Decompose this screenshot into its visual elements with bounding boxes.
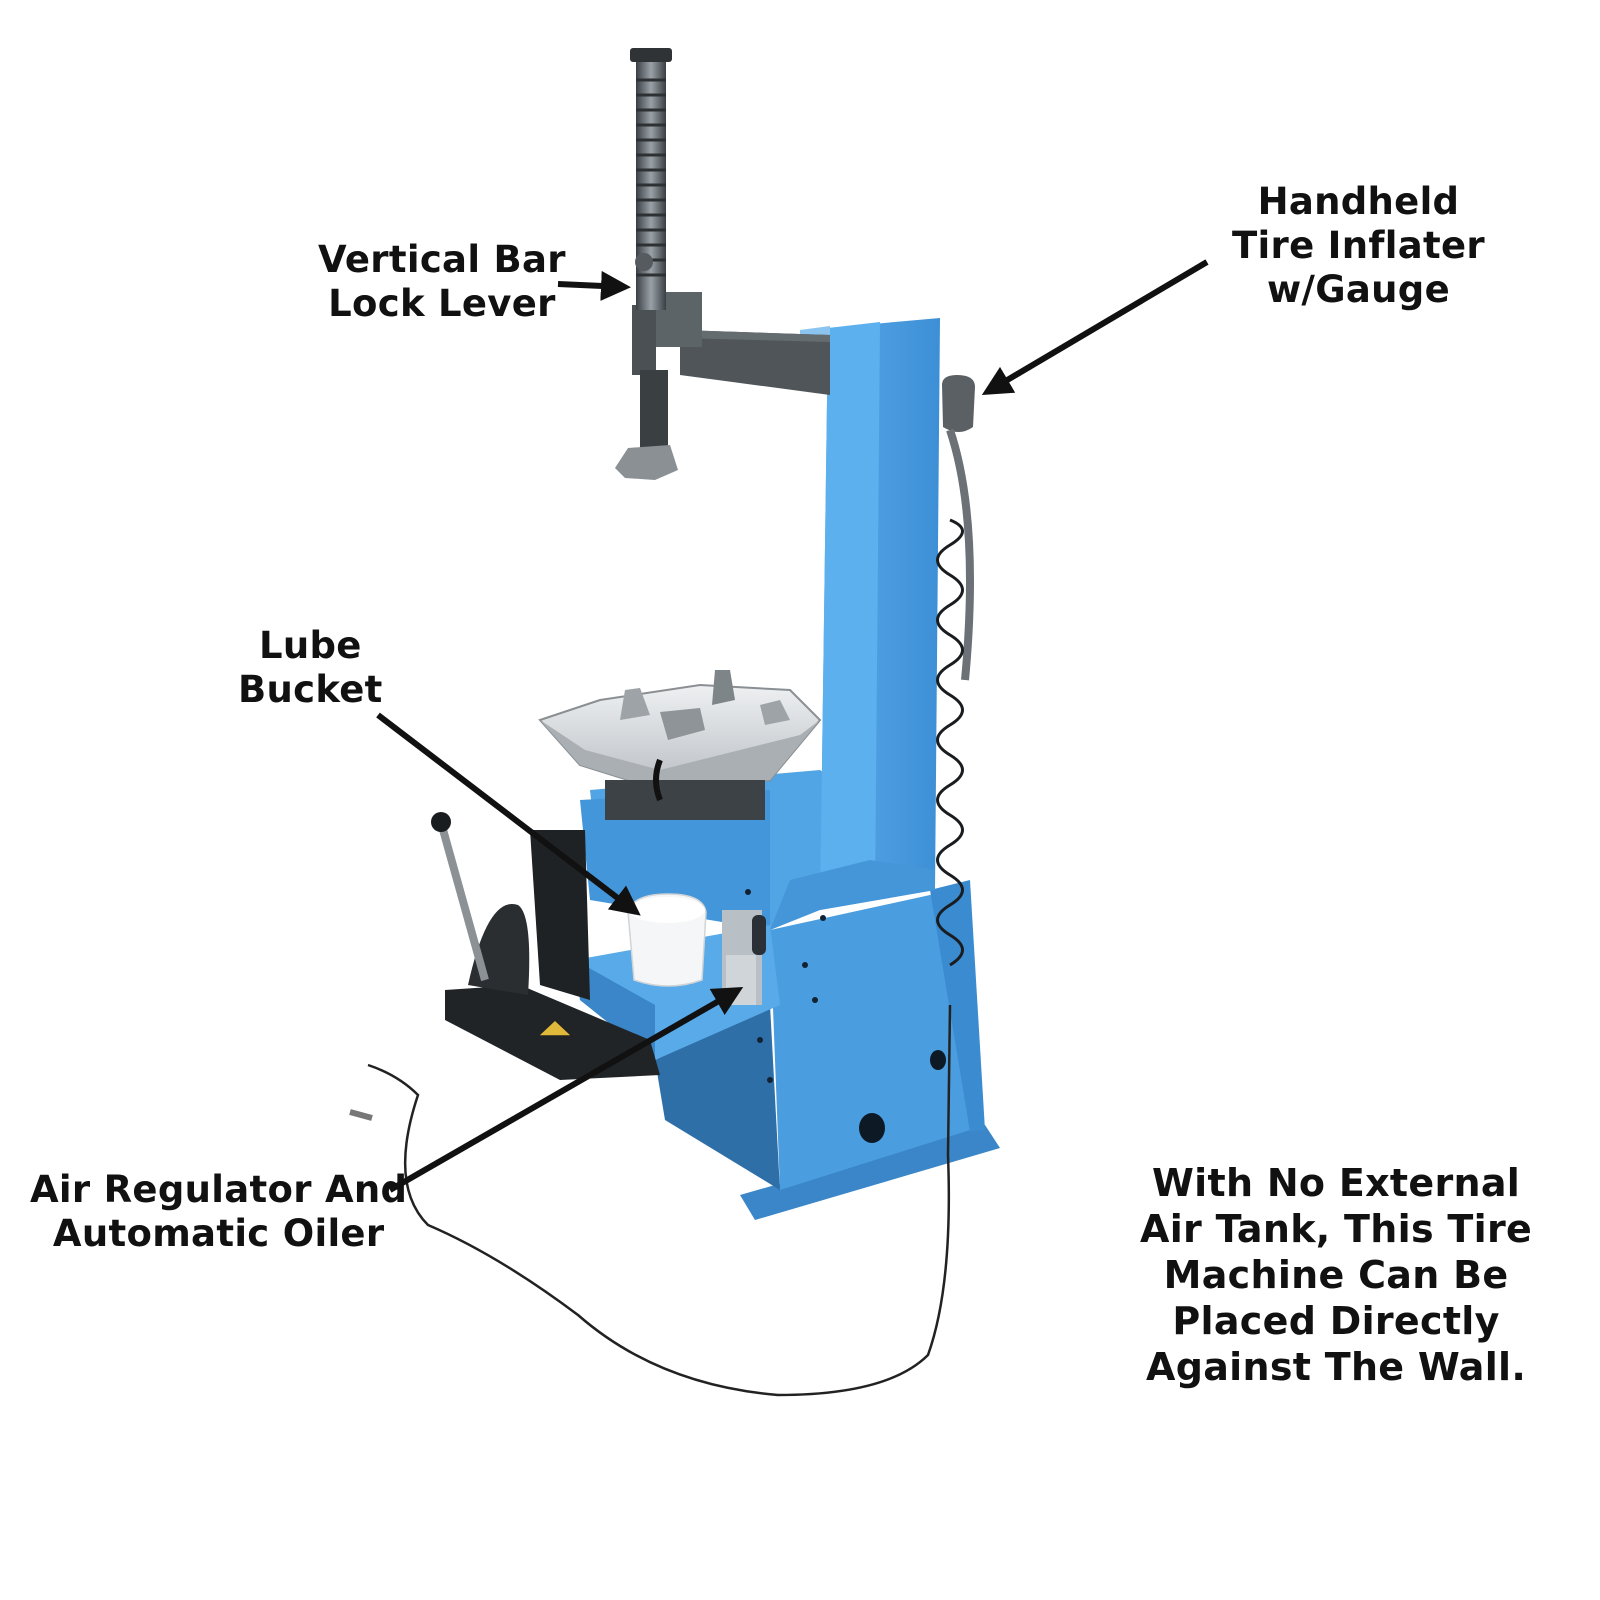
callout-line: Vertical Bar xyxy=(318,238,566,281)
lube-bucket-shape xyxy=(627,893,707,987)
callout-line: Air Regulator And xyxy=(30,1168,408,1211)
callout-line: Handheld xyxy=(1257,180,1460,223)
callout-line: Lock Lever xyxy=(328,282,556,325)
note-line: With No External xyxy=(1151,1161,1521,1205)
callout-line: Automatic Oiler xyxy=(52,1212,385,1255)
note-line: Machine Can Be xyxy=(1163,1253,1509,1297)
arrow-lube-bucket xyxy=(376,712,641,916)
arrow-air-regulator xyxy=(388,987,744,1193)
inflater-gauge-shape xyxy=(349,375,975,1397)
bead-breaker xyxy=(431,812,660,1080)
horizontal-arm xyxy=(615,48,830,480)
arrow-inflater xyxy=(981,259,1209,396)
note-line: Against The Wall. xyxy=(1145,1345,1527,1389)
air-regulator-shape xyxy=(722,910,766,1005)
callout-arrows xyxy=(376,259,1209,1193)
callout-line: Tire Inflater xyxy=(1232,224,1485,267)
vertical-column xyxy=(770,318,940,930)
callout-line: w/Gauge xyxy=(1266,268,1450,311)
note-line: Placed Directly xyxy=(1172,1299,1500,1343)
note-line: Air Tank, This Tire xyxy=(1140,1207,1533,1251)
callout-air-regulator: Air Regulator And Automatic Oiler xyxy=(30,1168,407,1256)
arrow-vertical-bar xyxy=(557,270,631,301)
callout-vertical-bar-lock-lever: Vertical Bar Lock Lever xyxy=(318,238,566,326)
machine-base xyxy=(575,770,1000,1220)
callout-line: Lube xyxy=(258,624,362,667)
callout-handheld-tire-inflater: Handheld Tire Inflater w/Gauge xyxy=(1232,180,1485,312)
turntable xyxy=(538,670,822,820)
callout-lube-bucket: Lube Bucket xyxy=(238,624,383,712)
wall-placement-note: With No External Air Tank, This Tire Mac… xyxy=(1140,1160,1532,1390)
callout-line: Bucket xyxy=(238,668,383,711)
